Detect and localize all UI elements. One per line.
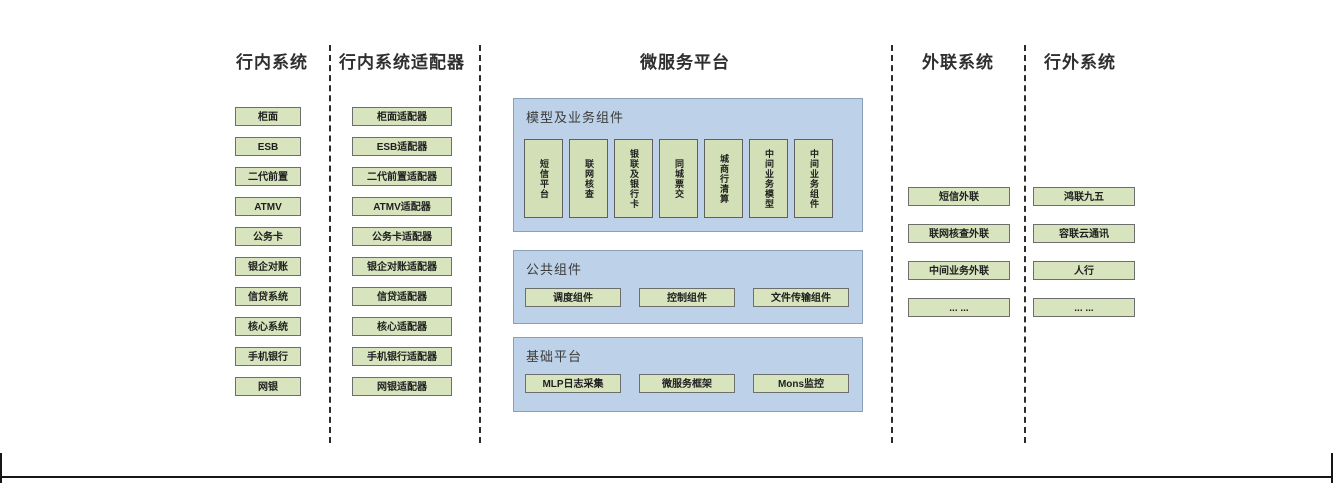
node-internal-system: 手机银行 xyxy=(235,347,301,366)
node-common-component: 文件传输组件 xyxy=(753,288,849,307)
node-adapter: 核心适配器 xyxy=(352,317,452,336)
separator-line-2 xyxy=(479,45,481,443)
frame-right-edge xyxy=(1331,453,1333,483)
header-internal-adapters: 行内系统适配器 xyxy=(339,53,465,72)
node-external-system: 鸿联九五 xyxy=(1033,187,1135,206)
panel-label: 基础平台 xyxy=(526,349,583,364)
node-adapter: 柜面适配器 xyxy=(352,107,452,126)
node-adapter: 银企对账适配器 xyxy=(352,257,452,276)
node-outreach-system: ... ... xyxy=(908,298,1010,317)
node-internal-system: ESB xyxy=(235,137,301,156)
header-internal-systems: 行内系统 xyxy=(236,53,308,72)
node-common-component: 控制组件 xyxy=(639,288,735,307)
node-adapter: ATMV适配器 xyxy=(352,197,452,216)
node-platform-component: 中间业务组件 xyxy=(794,139,833,218)
separator-line-4 xyxy=(1024,45,1026,443)
node-base-component: MLP日志采集 xyxy=(525,374,621,393)
node-base-component: Mons监控 xyxy=(753,374,849,393)
header-microservice-platform: 微服务平台 xyxy=(640,53,730,72)
header-outreach-systems: 外联系统 xyxy=(922,53,994,72)
node-internal-system: ATMV xyxy=(235,197,301,216)
node-adapter: 网银适配器 xyxy=(352,377,452,396)
bottom-rule-line xyxy=(0,476,1333,478)
node-internal-system: 网银 xyxy=(235,377,301,396)
node-external-system: ... ... xyxy=(1033,298,1135,317)
node-common-component: 调度组件 xyxy=(525,288,621,307)
node-platform-component: 中间业务模型 xyxy=(749,139,788,218)
frame-left-edge xyxy=(0,453,2,483)
node-adapter: 二代前置适配器 xyxy=(352,167,452,186)
node-outreach-system: 短信外联 xyxy=(908,187,1010,206)
header-external-systems: 行外系统 xyxy=(1044,53,1116,72)
panel-label: 模型及业务组件 xyxy=(526,110,625,125)
separator-line-1 xyxy=(329,45,331,443)
separator-line-3 xyxy=(891,45,893,443)
node-internal-system: 柜面 xyxy=(235,107,301,126)
node-external-system: 容联云通讯 xyxy=(1033,224,1135,243)
node-internal-system: 二代前置 xyxy=(235,167,301,186)
node-outreach-system: 联网核查外联 xyxy=(908,224,1010,243)
node-base-component: 微服务框架 xyxy=(639,374,735,393)
node-internal-system: 信贷系统 xyxy=(235,287,301,306)
node-internal-system: 核心系统 xyxy=(235,317,301,336)
node-platform-component: 联网核查 xyxy=(569,139,608,218)
panel-model-business-components: 模型及业务组件 短信平台 联网核查 银联及银行卡 同城票交 城商行清算 中间业务… xyxy=(513,98,863,232)
node-external-system: 人行 xyxy=(1033,261,1135,280)
node-platform-component: 短信平台 xyxy=(524,139,563,218)
node-adapter: 信贷适配器 xyxy=(352,287,452,306)
node-platform-component: 城商行清算 xyxy=(704,139,743,218)
node-internal-system: 公务卡 xyxy=(235,227,301,246)
node-adapter: 手机银行适配器 xyxy=(352,347,452,366)
node-adapter: ESB适配器 xyxy=(352,137,452,156)
node-adapter: 公务卡适配器 xyxy=(352,227,452,246)
node-internal-system: 银企对账 xyxy=(235,257,301,276)
panel-label: 公共组件 xyxy=(526,262,583,277)
node-outreach-system: 中间业务外联 xyxy=(908,261,1010,280)
node-platform-component: 同城票交 xyxy=(659,139,698,218)
panel-base-platform: 基础平台 MLP日志采集 微服务框架 Mons监控 xyxy=(513,337,863,412)
panel-common-components: 公共组件 调度组件 控制组件 文件传输组件 xyxy=(513,250,863,324)
node-platform-component: 银联及银行卡 xyxy=(614,139,653,218)
